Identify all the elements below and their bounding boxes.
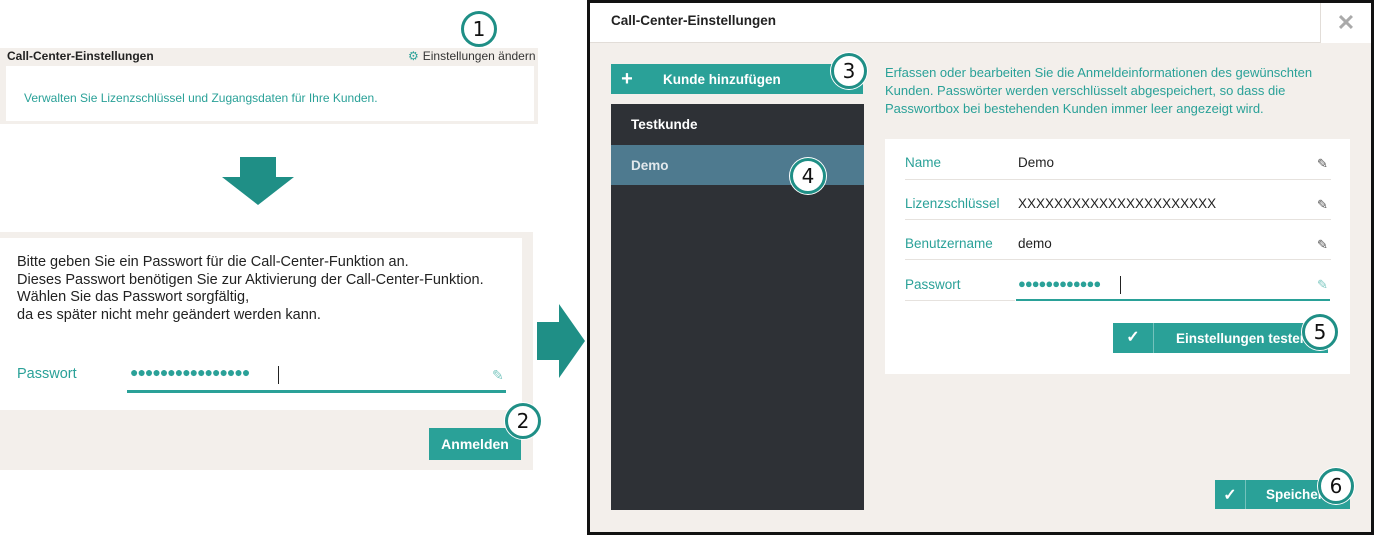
pencil-icon: ✎ — [1317, 156, 1328, 171]
password-setup-body — [0, 238, 522, 410]
field-divider — [905, 300, 1015, 301]
save-label: Speichern — [1266, 487, 1332, 502]
info-line: Passwortbox bei bestehenden Kunden immer… — [885, 101, 1264, 116]
info-line: Erfassen oder bearbeiten Sie die Anmelde… — [885, 65, 1313, 80]
instruction-line: Bitte geben Sie ein Passwort für die Cal… — [17, 254, 409, 270]
license-label: Lizenzschlüssel — [905, 196, 1000, 211]
password-setup-instructions: Bitte geben Sie ein Passwort für die Cal… — [17, 254, 484, 324]
change-settings-label: Einstellungen ändern — [422, 49, 536, 63]
test-settings-label: Einstellungen testen — [1176, 330, 1309, 346]
gear-icon: ⚙ — [408, 49, 419, 63]
callout-1: 1 — [461, 11, 497, 47]
callout-5: 5 — [1302, 314, 1338, 350]
instruction-line: Wählen Sie das Passwort sorgfältig, — [17, 289, 250, 305]
username-field[interactable]: demo — [1018, 236, 1052, 251]
customer-item-testkunde[interactable]: Testkunde — [631, 116, 698, 132]
field-divider — [905, 219, 1331, 220]
dialog-info-text: Erfassen oder bearbeiten Sie die Anmelde… — [885, 64, 1355, 118]
password-label: Passwort — [17, 366, 77, 382]
field-divider — [905, 179, 1331, 180]
password-field[interactable]: ●●●●●●●●●●●● — [1018, 276, 1101, 291]
settings-summary-title: Call-Center-Einstellungen — [7, 49, 154, 63]
text-caret — [1120, 276, 1121, 294]
instruction-line: da es später nicht mehr geändert werden … — [17, 306, 321, 323]
settings-summary-description: Verwalten Sie Lizenzschlüssel und Zugang… — [24, 91, 378, 105]
test-settings-button[interactable]: ✓ Einstellungen testen — [1113, 323, 1328, 353]
arrow-right-icon — [537, 304, 585, 378]
name-label: Name — [905, 155, 942, 170]
license-field[interactable]: XXXXXXXXXXXXXXXXXXXXXX — [1018, 196, 1217, 211]
text-caret — [278, 366, 279, 384]
dialog-title: Call-Center-Einstellungen — [611, 13, 777, 28]
arrow-down-icon — [222, 157, 294, 205]
instruction-line: Dieses Passwort benötigen Sie zur Aktivi… — [17, 271, 484, 288]
dialog-close-button[interactable]: ✕ — [1320, 3, 1371, 43]
settings-summary-body — [6, 66, 534, 121]
check-icon: ✓ — [1215, 480, 1246, 509]
callout-6: 6 — [1318, 468, 1354, 504]
callout-3: 3 — [831, 53, 867, 89]
login-button[interactable]: Anmelden — [429, 428, 521, 460]
password-label: Passwort — [905, 277, 961, 292]
pencil-icon: ✎ — [1317, 237, 1328, 252]
pencil-icon: ✎ — [492, 367, 504, 383]
callout-2: 2 — [505, 403, 541, 439]
pencil-icon: ✎ — [1317, 277, 1328, 292]
name-field[interactable]: Demo — [1018, 155, 1055, 170]
password-input-underline — [127, 390, 506, 393]
dialog-header — [590, 3, 1371, 43]
password-field-underline — [1016, 299, 1330, 301]
close-icon: ✕ — [1336, 10, 1356, 35]
customer-item-demo[interactable]: Demo — [611, 145, 864, 185]
add-customer-button[interactable]: + Kunde hinzufügen — [611, 64, 863, 94]
pencil-icon: ✎ — [1317, 197, 1328, 212]
plus-icon: + — [621, 68, 633, 90]
callout-4: 4 — [790, 158, 826, 194]
field-divider — [905, 259, 1331, 260]
check-icon: ✓ — [1113, 323, 1154, 353]
change-settings-link[interactable]: ⚙ Einstellungen ändern — [408, 49, 536, 63]
password-input[interactable]: ●●●●●●●●●●●●●●●● — [130, 364, 250, 380]
add-customer-label: Kunde hinzufügen — [663, 71, 781, 87]
username-label: Benutzername — [905, 236, 993, 251]
info-line: Kunden. Passwörter werden verschlüsselt … — [885, 83, 1286, 98]
